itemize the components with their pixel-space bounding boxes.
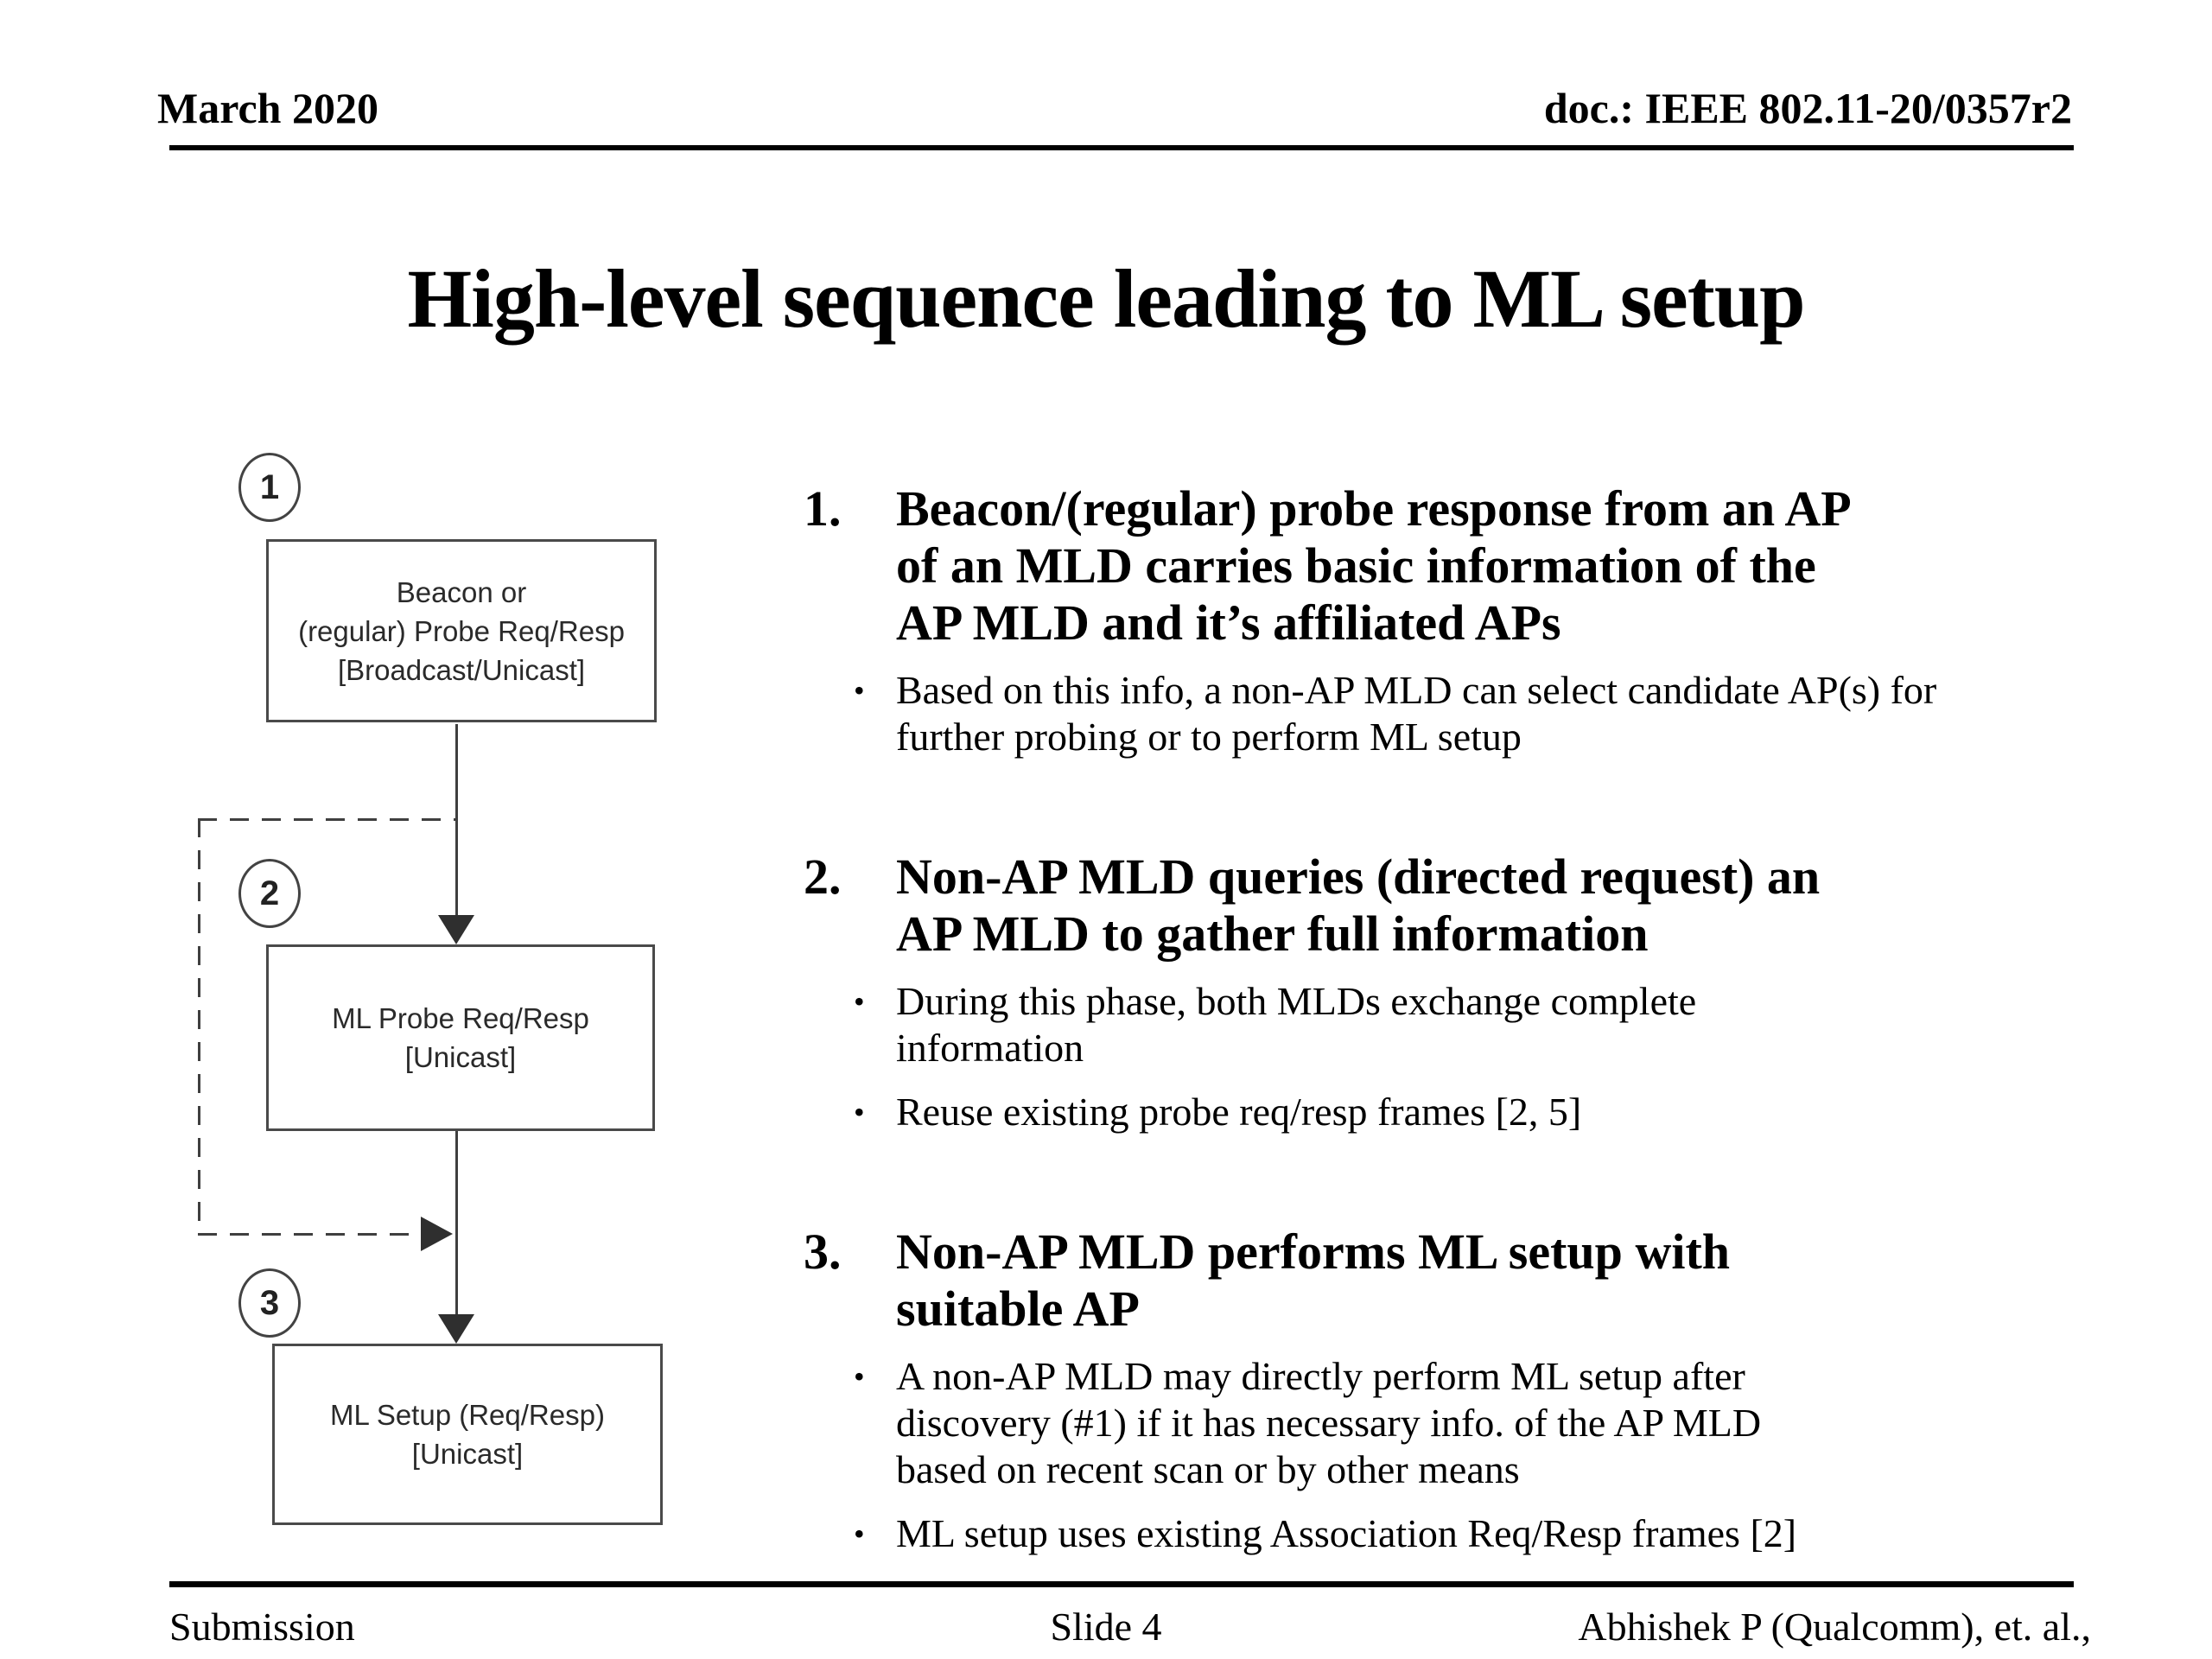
flow-box-beacon: Beacon or (regular) Probe Req/Resp [Broa… xyxy=(266,539,657,722)
flow-box-ml-setup: ML Setup (Req/Resp) [Unicast] xyxy=(272,1344,663,1525)
point-1-bullet-1: • Based on this info, a non-AP MLD can s… xyxy=(854,667,1936,760)
footer-submission: Submission xyxy=(169,1605,355,1649)
point-3-bullet-2-text: ML setup uses existing Association Req/R… xyxy=(896,1511,1797,1555)
point-1: 1. Beacon/(regular) probe response from … xyxy=(804,480,2105,778)
point-1-heading: Beacon/(regular) probe response from an … xyxy=(896,480,1852,651)
point-2-bullet-2: • Reuse existing probe req/resp frames [… xyxy=(854,1089,1820,1135)
flow-dashed-top xyxy=(198,818,456,821)
point-3-body: Non-AP MLD performs ML setup with suitab… xyxy=(854,1224,1796,1574)
point-3-bullet-1: • A non-AP MLD may directly perform ML s… xyxy=(854,1353,1796,1493)
step-1-badge: 1 xyxy=(238,453,301,522)
flow-connector-2 xyxy=(455,1131,458,1316)
point-3-number: 3. xyxy=(804,1224,842,1280)
header-date: March 2020 xyxy=(157,84,378,132)
step-2-badge: 2 xyxy=(238,859,301,928)
bullet-dot-icon: • xyxy=(854,1095,865,1129)
point-3-bullet-1-text: A non-AP MLD may directly perform ML set… xyxy=(896,1354,1762,1491)
header-rule xyxy=(169,145,2074,150)
point-2-body: Non-AP MLD queries (directed request) an… xyxy=(854,849,1821,1153)
flow-arrowhead-down-1-icon xyxy=(438,915,474,944)
step-3-number: 3 xyxy=(259,1283,280,1322)
flow-dashed-bottom xyxy=(198,1233,421,1236)
bullet-dot-icon: • xyxy=(854,1359,865,1394)
point-2-bullet-1: • During this phase, both MLDs exchange … xyxy=(854,978,1820,1071)
point-2-bullet-1-text: During this phase, both MLDs exchange co… xyxy=(896,979,1697,1070)
flow-box-ml-probe: ML Probe Req/Resp [Unicast] xyxy=(266,944,655,1131)
point-1-number: 1. xyxy=(804,480,842,537)
point-3-heading: Non-AP MLD performs ML setup with suitab… xyxy=(896,1224,1731,1337)
step-1-number: 1 xyxy=(259,467,280,506)
point-1-bullet-1-text: Based on this info, a non-AP MLD can sel… xyxy=(896,668,1937,759)
bullet-dot-icon: • xyxy=(854,1516,865,1551)
point-2-number: 2. xyxy=(804,849,842,905)
points-list: 1. Beacon/(regular) probe response from … xyxy=(804,480,2105,1645)
slide-title: High-level sequence leading to ML setup xyxy=(407,252,1806,345)
point-3-bullet-2: • ML setup uses existing Association Req… xyxy=(854,1510,1796,1557)
bullet-dot-icon: • xyxy=(854,673,865,708)
flow-dashed-left xyxy=(198,818,200,1235)
bullet-dot-icon: • xyxy=(854,984,865,1019)
footer-rule xyxy=(169,1581,2074,1587)
ml-setup-flowchart: 1 Beacon or (regular) Probe Req/Resp [Br… xyxy=(0,0,812,1573)
flow-arrowhead-right-icon xyxy=(421,1217,453,1251)
step-3-badge: 3 xyxy=(238,1268,301,1338)
point-1-body: Beacon/(regular) probe response from an … xyxy=(854,480,1936,778)
flow-connector-1 xyxy=(455,724,458,918)
step-2-number: 2 xyxy=(259,874,280,912)
header-doc-id: doc.: IEEE 802.11-20/0357r2 xyxy=(1543,84,2072,132)
point-2-bullet-2-text: Reuse existing probe req/resp frames [2,… xyxy=(896,1090,1582,1134)
flow-arrowhead-down-2-icon xyxy=(438,1314,474,1344)
point-2-heading: Non-AP MLD queries (directed request) an… xyxy=(896,849,1821,962)
footer-slide-number: Slide 4 xyxy=(1050,1605,1162,1649)
point-3: 3. Non-AP MLD performs ML setup with sui… xyxy=(804,1224,2105,1574)
point-2: 2. Non-AP MLD queries (directed request)… xyxy=(804,849,2105,1153)
footer-author: Abhishek P (Qualcomm), et. al., xyxy=(1578,1605,2091,1649)
